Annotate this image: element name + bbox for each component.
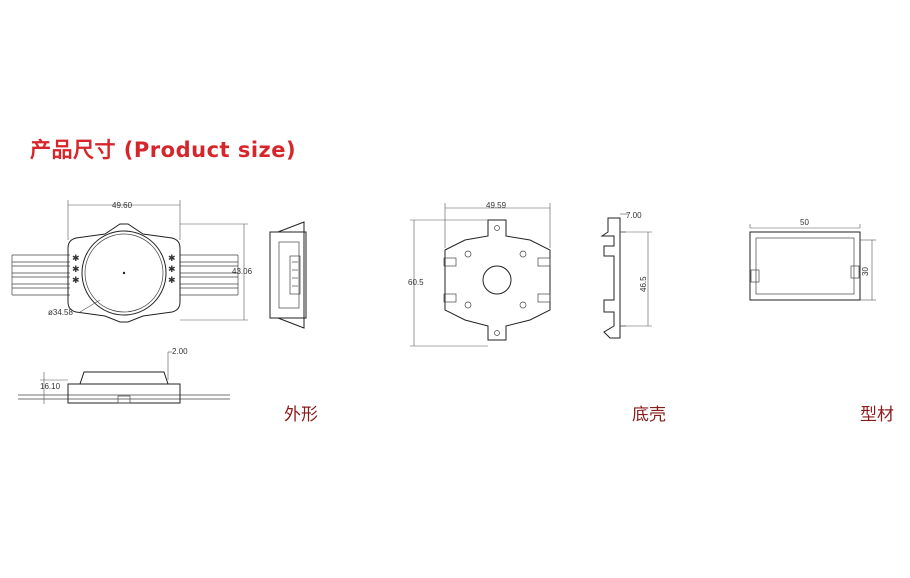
svg-text:✱: ✱ — [168, 264, 176, 274]
dim-side-height: 46.5 — [639, 276, 648, 292]
page-title: 产品尺寸 (Product size) — [30, 138, 297, 162]
dim-outline-diameter: ø34.58 — [48, 308, 73, 317]
caption-outline: 外形 — [284, 405, 318, 425]
svg-text:✱: ✱ — [72, 275, 80, 285]
dim-side-top: 7.00 — [626, 211, 642, 220]
dim-outline-height: 43.06 — [232, 267, 253, 276]
dim-profile-width: 50 — [800, 218, 809, 227]
svg-text:✱: ✱ — [72, 253, 80, 263]
module-housing — [67, 223, 181, 323]
lens-circle-inner — [84, 233, 164, 313]
dim-outline-lip: 2.00 — [172, 347, 188, 356]
profile-view: 50 30 — [749, 218, 876, 301]
svg-text:✱: ✱ — [72, 264, 80, 274]
base-side-view: 7.00 46.5 — [600, 211, 652, 339]
base-top-view: 49.59 60.5 — [408, 201, 551, 347]
caption-base: 底壳 — [632, 405, 666, 425]
dim-profile-height: 30 — [861, 267, 870, 276]
cable-left — [11, 254, 70, 296]
lens-circle-outer — [81, 230, 167, 316]
svg-text:✱: ✱ — [168, 275, 176, 285]
outline-bottom-view: 16.10 2.00 — [18, 347, 230, 404]
dim-base-height: 60.5 — [408, 278, 424, 287]
outline-side-view — [269, 221, 307, 329]
caption-profile: 型材 — [860, 405, 894, 425]
cable-right — [180, 254, 239, 296]
svg-text:✱: ✱ — [168, 253, 176, 263]
outline-front-view: ✱ ✱ ✱ ✱ ✱ ✱ 49.60 43.06 ø34.58 — [11, 200, 253, 323]
pin-markings: ✱ ✱ ✱ ✱ ✱ ✱ — [72, 253, 176, 285]
dim-base-width: 49.59 — [486, 201, 507, 210]
dim-outline-width: 49.60 — [112, 201, 133, 210]
lens-center-point — [122, 271, 126, 275]
dim-outline-thickness: 16.10 — [40, 382, 61, 391]
base-shell-outline — [444, 219, 551, 341]
profile-outer — [749, 231, 861, 301]
